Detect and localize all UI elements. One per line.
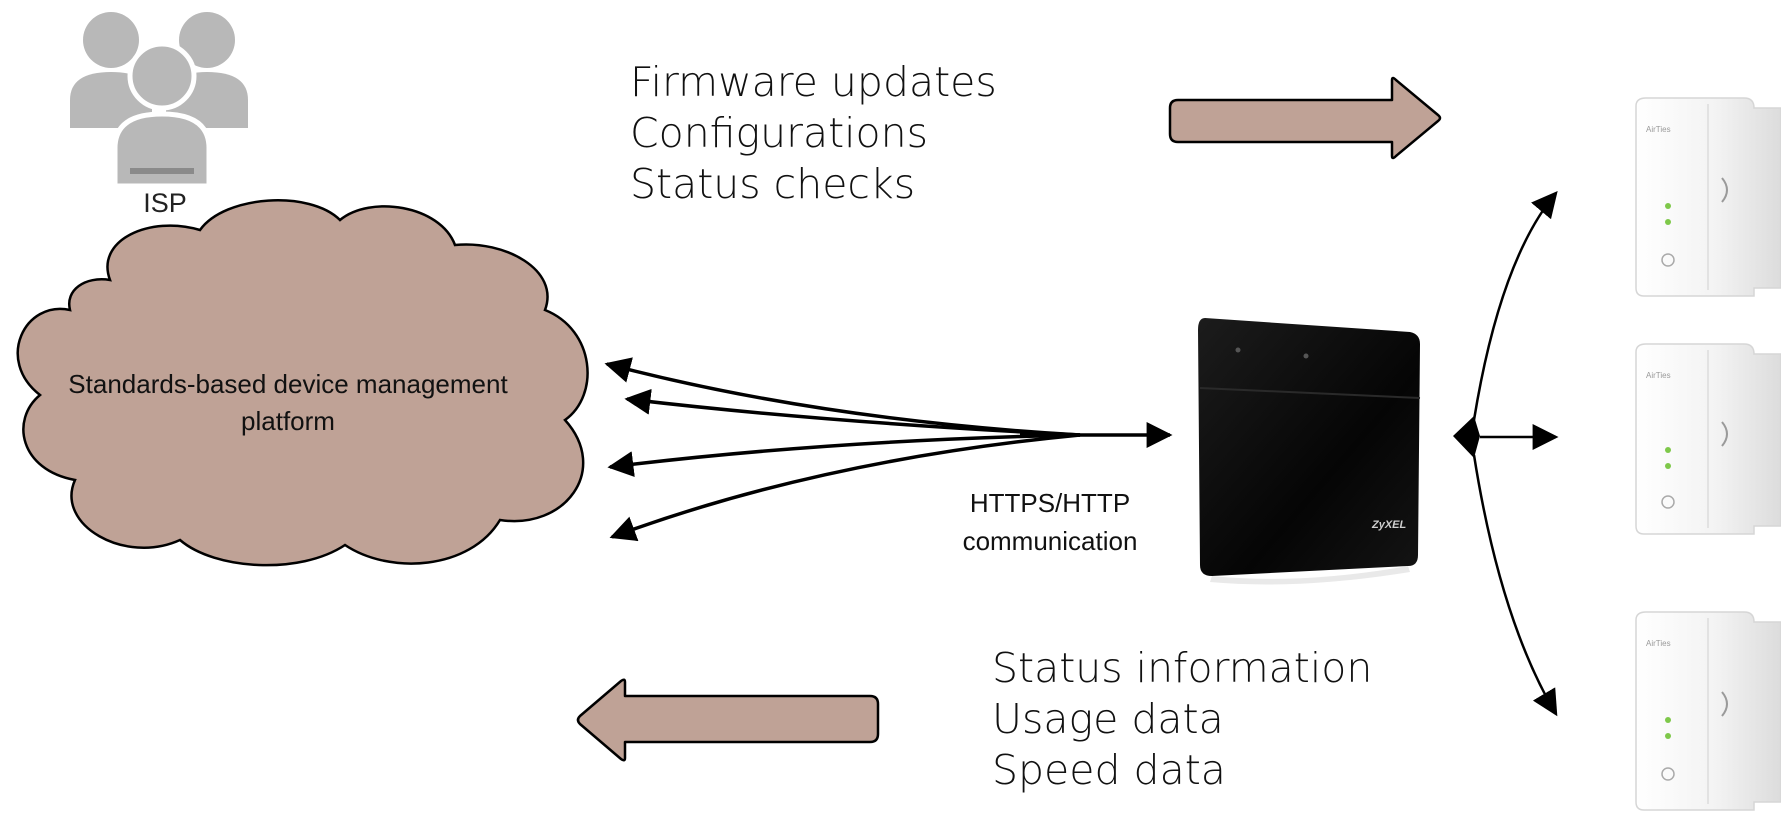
downstream-item: Status checks	[630, 160, 915, 208]
communication-links	[604, 357, 1173, 542]
upstream-list: Status information Usage data Speed data	[992, 644, 1372, 794]
downstream-arrow	[1168, 76, 1442, 160]
device-management-cloud	[16, 199, 589, 567]
downstream-list: Firmware updates Configurations Status c…	[630, 58, 997, 208]
downstream-item: Firmware updates	[630, 58, 997, 106]
isp-label: ISP	[143, 188, 187, 218]
isp-users-icon	[70, 12, 248, 189]
cloud-label-line1: Standards-based device management	[68, 369, 508, 399]
extender-device: AirTies	[1635, 97, 1781, 297]
upstream-item: Status information	[992, 644, 1372, 692]
router-device: ZyXEL	[1198, 318, 1421, 585]
extender-links	[1472, 191, 1559, 717]
splitter-node	[1453, 416, 1480, 458]
extender-device: AirTies	[1635, 611, 1781, 811]
extender-brand: AirTies	[1646, 125, 1671, 134]
upstream-item: Speed data	[992, 746, 1226, 794]
cloud-label-line2: platform	[241, 406, 335, 436]
upstream-arrow	[576, 678, 880, 762]
link-label-line1: HTTPS/HTTP	[970, 488, 1130, 518]
extender-device: AirTies	[1635, 343, 1781, 535]
extender-brand: AirTies	[1646, 371, 1671, 380]
router-brand: ZyXEL	[1371, 519, 1407, 531]
upstream-item: Usage data	[992, 695, 1224, 743]
link-label-line2: communication	[963, 526, 1138, 556]
downstream-item: Configurations	[630, 109, 928, 157]
extender-brand: AirTies	[1646, 639, 1671, 648]
